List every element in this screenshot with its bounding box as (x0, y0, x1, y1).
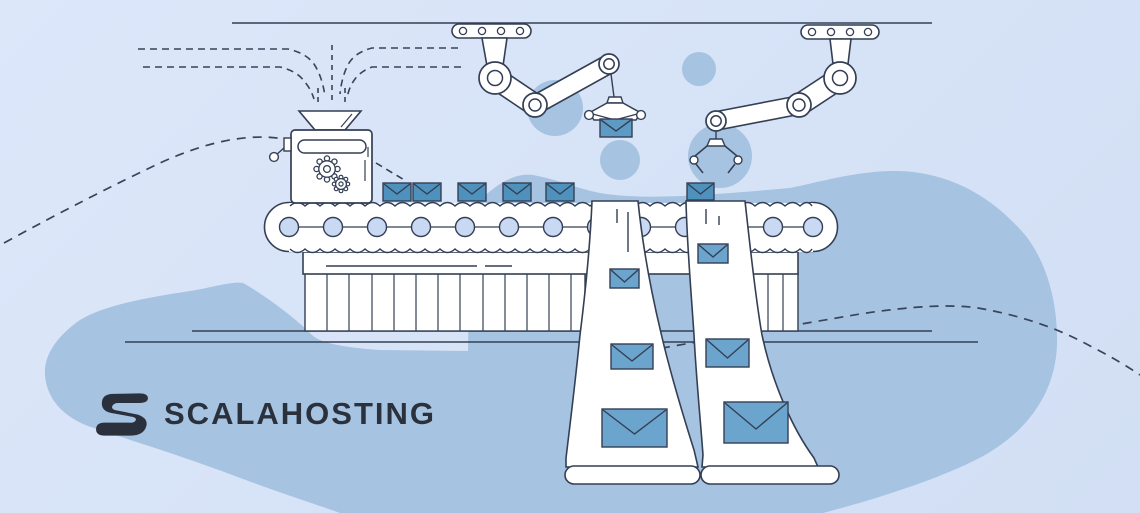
stream-foot-bar (700, 465, 840, 485)
claw-cable (610, 73, 615, 98)
brand-name: SCALAHOSTING (164, 396, 436, 431)
gear-icon (313, 155, 341, 183)
table-leg-lines (326, 273, 784, 331)
envelope (599, 118, 633, 138)
gear-small-icon (331, 174, 351, 194)
stream-ribbon (685, 200, 820, 468)
machine-slot (297, 139, 367, 154)
scalahosting-logo-icon (96, 393, 148, 436)
bubble-circle (682, 52, 716, 86)
claw-pin (689, 155, 699, 165)
belt-hub-left (278, 216, 300, 238)
claw-pin (583, 109, 595, 121)
claw-pin (635, 109, 647, 121)
machine-output-dashes (375, 162, 407, 182)
stamping-machine (268, 110, 407, 204)
left-dashed-arc (3, 136, 285, 244)
bubble-circle (688, 124, 752, 188)
claw-fingers (694, 145, 738, 174)
paper-stream-1 (564, 200, 701, 485)
machine-lever (268, 137, 292, 163)
robot-arm-2 (689, 24, 880, 174)
belt-envelopes (382, 182, 715, 202)
claw-pin (733, 155, 743, 165)
claw-hood (587, 102, 643, 121)
stream-foot-bar (564, 465, 701, 485)
stream-motion-marks (705, 209, 720, 225)
conveyor-belt (263, 201, 839, 254)
bubble-circle (600, 140, 640, 180)
intake-dashed-flows (138, 45, 461, 104)
envelope (697, 243, 789, 444)
stream-ribbon (565, 200, 700, 468)
claw-cap (705, 138, 727, 147)
paper-stream-2 (685, 200, 840, 485)
mount-bolts (807, 27, 873, 37)
envelope (601, 268, 668, 448)
mount-bolts (458, 26, 525, 36)
claw-cap (606, 96, 624, 104)
table-legs-left (304, 272, 586, 332)
stream-motion-marks (616, 209, 629, 252)
robot-arm-1 (451, 23, 647, 138)
arm-post (829, 38, 852, 65)
scalahosting-logo[interactable]: SCALAHOSTING (93, 390, 436, 438)
belt-hub-right (802, 216, 824, 238)
